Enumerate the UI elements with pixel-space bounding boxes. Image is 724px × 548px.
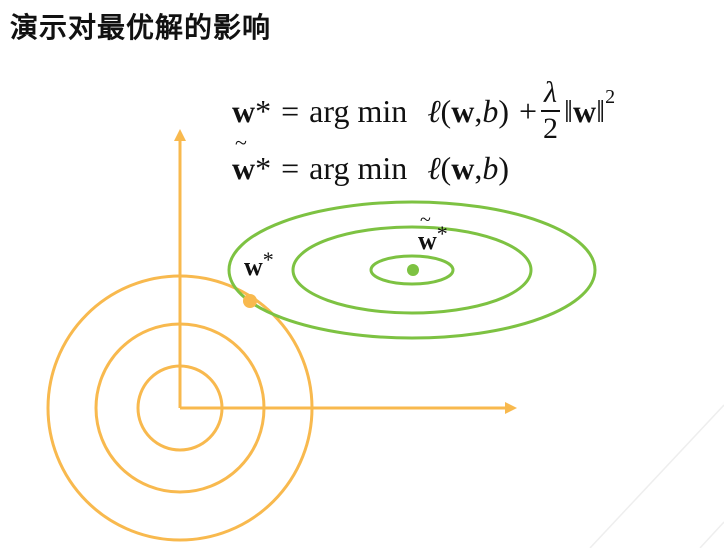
loss-contour-middle bbox=[291, 225, 533, 315]
eq1-norm-close: ‖ bbox=[596, 92, 606, 129]
label-w-tilde-star: w* bbox=[418, 209, 448, 256]
eq2-lhs: w bbox=[232, 130, 255, 187]
eq1-plus: + bbox=[518, 92, 538, 129]
equation-unregularized: w* = arg min ℓ(w, b) bbox=[232, 130, 509, 187]
eq1-loss: ℓ bbox=[427, 92, 441, 129]
eq1-norm-open: ‖ bbox=[564, 92, 573, 129]
eq1-fraction: λ 2 bbox=[541, 76, 561, 145]
page-title: 演示对最优解的影响 bbox=[10, 11, 272, 44]
loss-contour-inner bbox=[369, 254, 455, 286]
eq2-star: * bbox=[255, 150, 272, 186]
eq1-paren-open: ( bbox=[440, 92, 452, 129]
label-w-star: w* bbox=[244, 247, 274, 282]
eq2-paren-open: ( bbox=[440, 150, 452, 186]
eq1-norm-w: w bbox=[573, 92, 597, 129]
eq1-arg-w: w bbox=[451, 92, 475, 129]
eq2-paren-close: ) bbox=[498, 150, 509, 186]
eq1-arg-sep: , bbox=[474, 92, 483, 129]
label-w-star-sup: * bbox=[262, 247, 274, 272]
eq1-lambda: λ bbox=[544, 76, 558, 109]
eq1-equals: = bbox=[281, 92, 300, 129]
eq1-argmin: arg min bbox=[309, 92, 408, 129]
loss-contour-outer bbox=[227, 200, 597, 340]
eq1-square: 2 bbox=[605, 85, 616, 108]
background-line bbox=[699, 521, 724, 548]
eq1-lhs: w bbox=[232, 92, 256, 129]
label-w-tilde-star-w: w bbox=[418, 209, 437, 256]
label-w-tilde-star-sup: * bbox=[436, 221, 448, 246]
eq2-loss: ℓ bbox=[427, 150, 441, 186]
eq2-arg-w: w bbox=[451, 150, 475, 186]
eq1-star: * bbox=[255, 92, 272, 129]
eq1-arg-b: b bbox=[482, 92, 499, 129]
eq2-arg-sep: , bbox=[474, 150, 483, 186]
label-w-star-w: w bbox=[244, 252, 263, 281]
eq2-equals: = bbox=[281, 150, 300, 186]
background-line bbox=[589, 404, 724, 548]
regularized-optimum-point bbox=[243, 294, 257, 308]
eq2-arg-b: b bbox=[482, 150, 499, 186]
eq1-two: 2 bbox=[541, 110, 561, 145]
eq1-paren-close: ) bbox=[498, 92, 509, 129]
equation-regularized: w* = arg min ℓ(w, b) + λ 2 ‖w‖2 bbox=[232, 78, 615, 144]
eq2-argmin: arg min bbox=[309, 150, 408, 186]
unregularized-optimum-point bbox=[407, 264, 419, 276]
